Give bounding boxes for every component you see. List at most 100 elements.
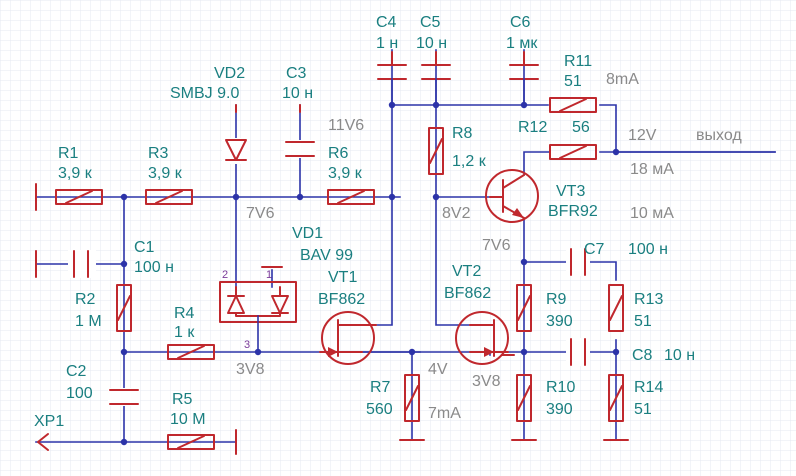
r6-ref: R6: [328, 145, 349, 162]
r8-value: 1,2 к: [452, 153, 487, 170]
capacitor-c8: [566, 338, 590, 366]
r11-ref: R11: [564, 53, 592, 70]
c6-ref: C6: [510, 14, 531, 31]
r9-ref: R9: [546, 291, 567, 308]
r13-value: 51: [634, 313, 652, 330]
c3-value: 10 н: [282, 85, 313, 102]
jfet-vt1: [319, 311, 377, 365]
r2-ref: R2: [75, 291, 96, 308]
resistor-r7: [404, 374, 420, 422]
zener-diode-vd2: [222, 138, 250, 164]
c1-ref: C1: [134, 239, 155, 256]
note-8v2: 8V2: [442, 205, 471, 222]
r1-value: 3,9 к: [58, 165, 93, 182]
note-10ma: 10 мА: [630, 205, 674, 222]
diode-pair-vd1: [219, 266, 297, 323]
note-4v: 4V: [428, 361, 448, 378]
c8-ref: C8: [632, 347, 653, 364]
vd2-ref: VD2: [214, 65, 245, 82]
r9-value: 390: [546, 313, 573, 330]
vt1-ref: VT1: [328, 269, 357, 286]
c4-value: 1 н: [376, 35, 398, 52]
c6-value: 1 мк: [506, 35, 538, 52]
capacitor-c2: [108, 388, 140, 406]
r4-ref: R4: [174, 305, 195, 322]
vd1-pin-3: 3: [244, 339, 250, 351]
c8-value: 10 н: [664, 347, 695, 364]
bjt-vt3: [485, 169, 539, 223]
resistor-r6: [327, 189, 375, 205]
note-3v8-a: 3V8: [236, 361, 265, 378]
vd1-ref: VD1: [292, 225, 323, 242]
r10-value: 390: [546, 401, 573, 418]
vt2-value: BF862: [444, 285, 491, 302]
vt1-value: BF862: [318, 291, 365, 308]
r5-value: 10 М: [170, 411, 206, 428]
capacitor-c3: [284, 140, 316, 158]
note-8ma: 8mA: [606, 71, 639, 88]
vt2-ref: VT2: [452, 263, 481, 280]
r1-ref: R1: [58, 145, 79, 162]
r2-value: 1 М: [75, 313, 102, 330]
resistor-r10: [516, 374, 532, 422]
note-12v: 12V: [628, 127, 657, 144]
c5-value: 10 н: [416, 35, 447, 52]
xp1-ref: XP1: [34, 413, 64, 430]
resistor-r4: [167, 344, 215, 360]
note-11v6: 11V6: [328, 117, 364, 134]
note-18ma: 18 мА: [630, 161, 674, 178]
r3-value: 3,9 к: [148, 165, 183, 182]
pin-numbers: 2 1 3: [222, 269, 272, 351]
junctions: [120, 101, 620, 446]
resistor-r12: [549, 144, 597, 160]
capacitor-c7: [566, 248, 590, 276]
r14-ref: R14: [634, 379, 663, 396]
resistor-r11: [549, 97, 597, 113]
resistor-r9: [516, 284, 532, 332]
vt3-ref: VT3: [556, 183, 585, 200]
component-labels: R1 3,9 к R3 3,9 к R6 3,9 к C1 100 н R2 1…: [34, 14, 695, 430]
r11-value: 51: [564, 73, 582, 90]
r8-ref: R8: [452, 125, 473, 142]
connector-xp1: [37, 433, 49, 451]
output-label: выход: [696, 127, 742, 144]
note-7v6-b: 7V6: [482, 237, 511, 254]
note-7v6-a: 7V6: [246, 205, 275, 222]
resistor-r14: [608, 374, 624, 422]
supply-terminals-top: [391, 51, 525, 66]
r5-ref: R5: [172, 391, 193, 408]
r3-ref: R3: [148, 145, 169, 162]
c1-value: 100 н: [134, 259, 174, 276]
r12-ref: R12: [518, 119, 547, 136]
vd2-value: SMBJ 9.0: [170, 85, 239, 102]
c2-value: 100: [66, 385, 93, 402]
resistor-r3: [145, 189, 193, 205]
r7-value: 560: [366, 401, 393, 418]
r12-value: 56: [572, 119, 590, 136]
vd1-value: BAV 99: [300, 247, 353, 264]
vd1-pin-1: 1: [266, 269, 272, 281]
r6-value: 3,9 к: [328, 165, 363, 182]
c7-value: 100 н: [628, 241, 668, 258]
c3-ref: C3: [286, 65, 307, 82]
ground-symbols: [235, 354, 629, 455]
r14-value: 51: [634, 401, 652, 418]
annotation-notes: 11V6 7V6 8V2 7V6 3V8 4V 3V8 8mA 18 мА 10…: [236, 71, 742, 422]
c2-ref: C2: [66, 363, 87, 380]
resistor-r8: [428, 127, 444, 175]
note-7ma: 7mA: [428, 405, 461, 422]
r7-ref: R7: [370, 379, 391, 396]
c5-ref: C5: [420, 14, 441, 31]
capacitor-c1: [68, 250, 96, 278]
resistor-r5: [167, 434, 215, 450]
resistor-r2: [116, 284, 132, 332]
r13-ref: R13: [634, 291, 663, 308]
vt3-value: BFR92: [548, 203, 598, 220]
jfet-vt2: [455, 311, 509, 365]
c4-ref: C4: [376, 14, 397, 31]
r10-ref: R10: [546, 379, 575, 396]
resistor-r1: [55, 189, 103, 205]
vd1-pin-2: 2: [222, 269, 228, 281]
note-3v8-b: 3V8: [472, 373, 501, 390]
